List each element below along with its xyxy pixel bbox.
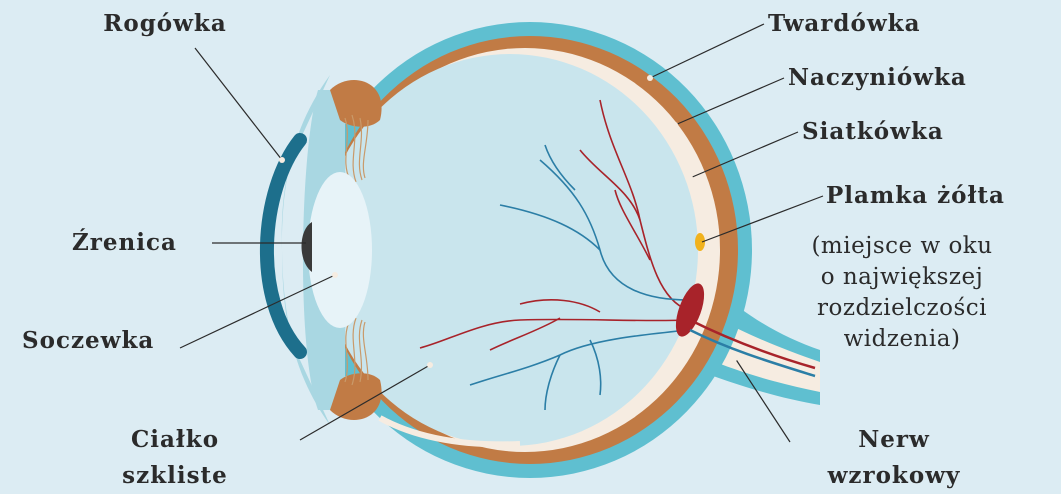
macula-note-line: rozdzielczości (811, 293, 992, 324)
label-sclera: Twardówka (768, 10, 920, 37)
leader-sclera (650, 24, 764, 78)
label-lens: Soczewka (22, 327, 154, 354)
leader-cornea (195, 48, 282, 160)
label-cornea: Rogówka (103, 10, 227, 37)
label-optic-nerve-line2: wzrokowy (828, 462, 961, 489)
label-vitreous-line1: Ciałko (131, 426, 219, 453)
label-choroid: Naczyniówka (788, 64, 967, 91)
macula-note-line: (miejsce w oku (811, 231, 992, 262)
macula-note-line: widzenia) (811, 324, 992, 355)
label-retina: Siatkówka (802, 118, 944, 145)
label-macula: Plamka żółta (826, 182, 1005, 209)
label-pupil: Źrenica (72, 229, 177, 256)
lens (308, 172, 372, 328)
label-vitreous-line2: szkliste (122, 462, 228, 489)
label-optic-nerve-line1: Nerw (858, 426, 930, 453)
cornea (267, 140, 300, 352)
macula-note: (miejsce w oku o największej rozdzielczo… (811, 231, 992, 355)
macula-note-line: o największej (811, 262, 992, 293)
